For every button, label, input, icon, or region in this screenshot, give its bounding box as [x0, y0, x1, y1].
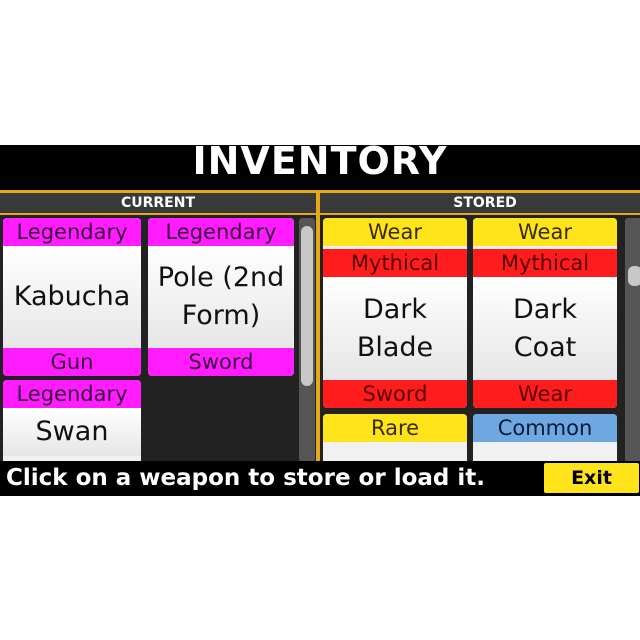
- rarity-label: Common: [473, 414, 617, 442]
- weapon-name: Dark Blade: [323, 277, 467, 380]
- weapon-name: Dark Coat: [473, 277, 617, 380]
- rarity-label: Mythical: [473, 249, 617, 277]
- instruction-text: Click on a weapon to store or load it.: [6, 465, 485, 491]
- inventory-panel: INVENTORY CURRENT Legendary Kabucha Gun …: [0, 145, 640, 496]
- weapon-card-rare[interactable]: Rare: [323, 414, 467, 461]
- current-section: CURRENT Legendary Kabucha Gun Legendary …: [0, 190, 319, 464]
- type-label: Gun: [3, 348, 141, 376]
- rarity-label: Legendary: [148, 218, 294, 246]
- exit-button[interactable]: Exit: [544, 463, 639, 493]
- weapon-card-common[interactable]: Common: [473, 414, 617, 461]
- rarity-label: Mythical: [323, 249, 467, 277]
- current-scrollbar[interactable]: [299, 218, 315, 461]
- weapon-name: Kabucha: [3, 246, 141, 348]
- weapon-card-dark-coat[interactable]: Wear Mythical Dark Coat Wear: [473, 218, 617, 408]
- type-label: Wear: [473, 380, 617, 408]
- rarity-label: Rare: [323, 414, 467, 442]
- rarity-label: Legendary: [3, 218, 141, 246]
- stored-scrollbar-thumb[interactable]: [628, 266, 640, 286]
- weapon-card-pole[interactable]: Legendary Pole (2nd Form) Sword: [148, 218, 294, 376]
- stored-scrollbar[interactable]: [625, 218, 640, 461]
- footer-bar: Click on a weapon to store or load it. E…: [0, 461, 640, 496]
- weapon-name: Swan: [3, 408, 141, 456]
- weapon-name: Pole (2nd Form): [148, 246, 294, 348]
- weapon-card-swan[interactable]: Legendary Swan: [3, 380, 141, 461]
- stored-section: STORED Wear Mythical Dark Blade Sword We…: [317, 190, 640, 464]
- stored-section-header: STORED: [320, 193, 640, 215]
- type-label: Sword: [148, 348, 294, 376]
- category-label: Wear: [473, 218, 617, 246]
- current-section-header: CURRENT: [0, 193, 316, 215]
- weapon-card-dark-blade[interactable]: Wear Mythical Dark Blade Sword: [323, 218, 467, 408]
- current-scrollbar-thumb[interactable]: [301, 226, 313, 386]
- rarity-label: Legendary: [3, 380, 141, 408]
- category-label: Wear: [323, 218, 467, 246]
- type-label: Sword: [323, 380, 467, 408]
- weapon-card-kabucha[interactable]: Legendary Kabucha Gun: [3, 218, 141, 376]
- page-title: INVENTORY: [192, 145, 448, 183]
